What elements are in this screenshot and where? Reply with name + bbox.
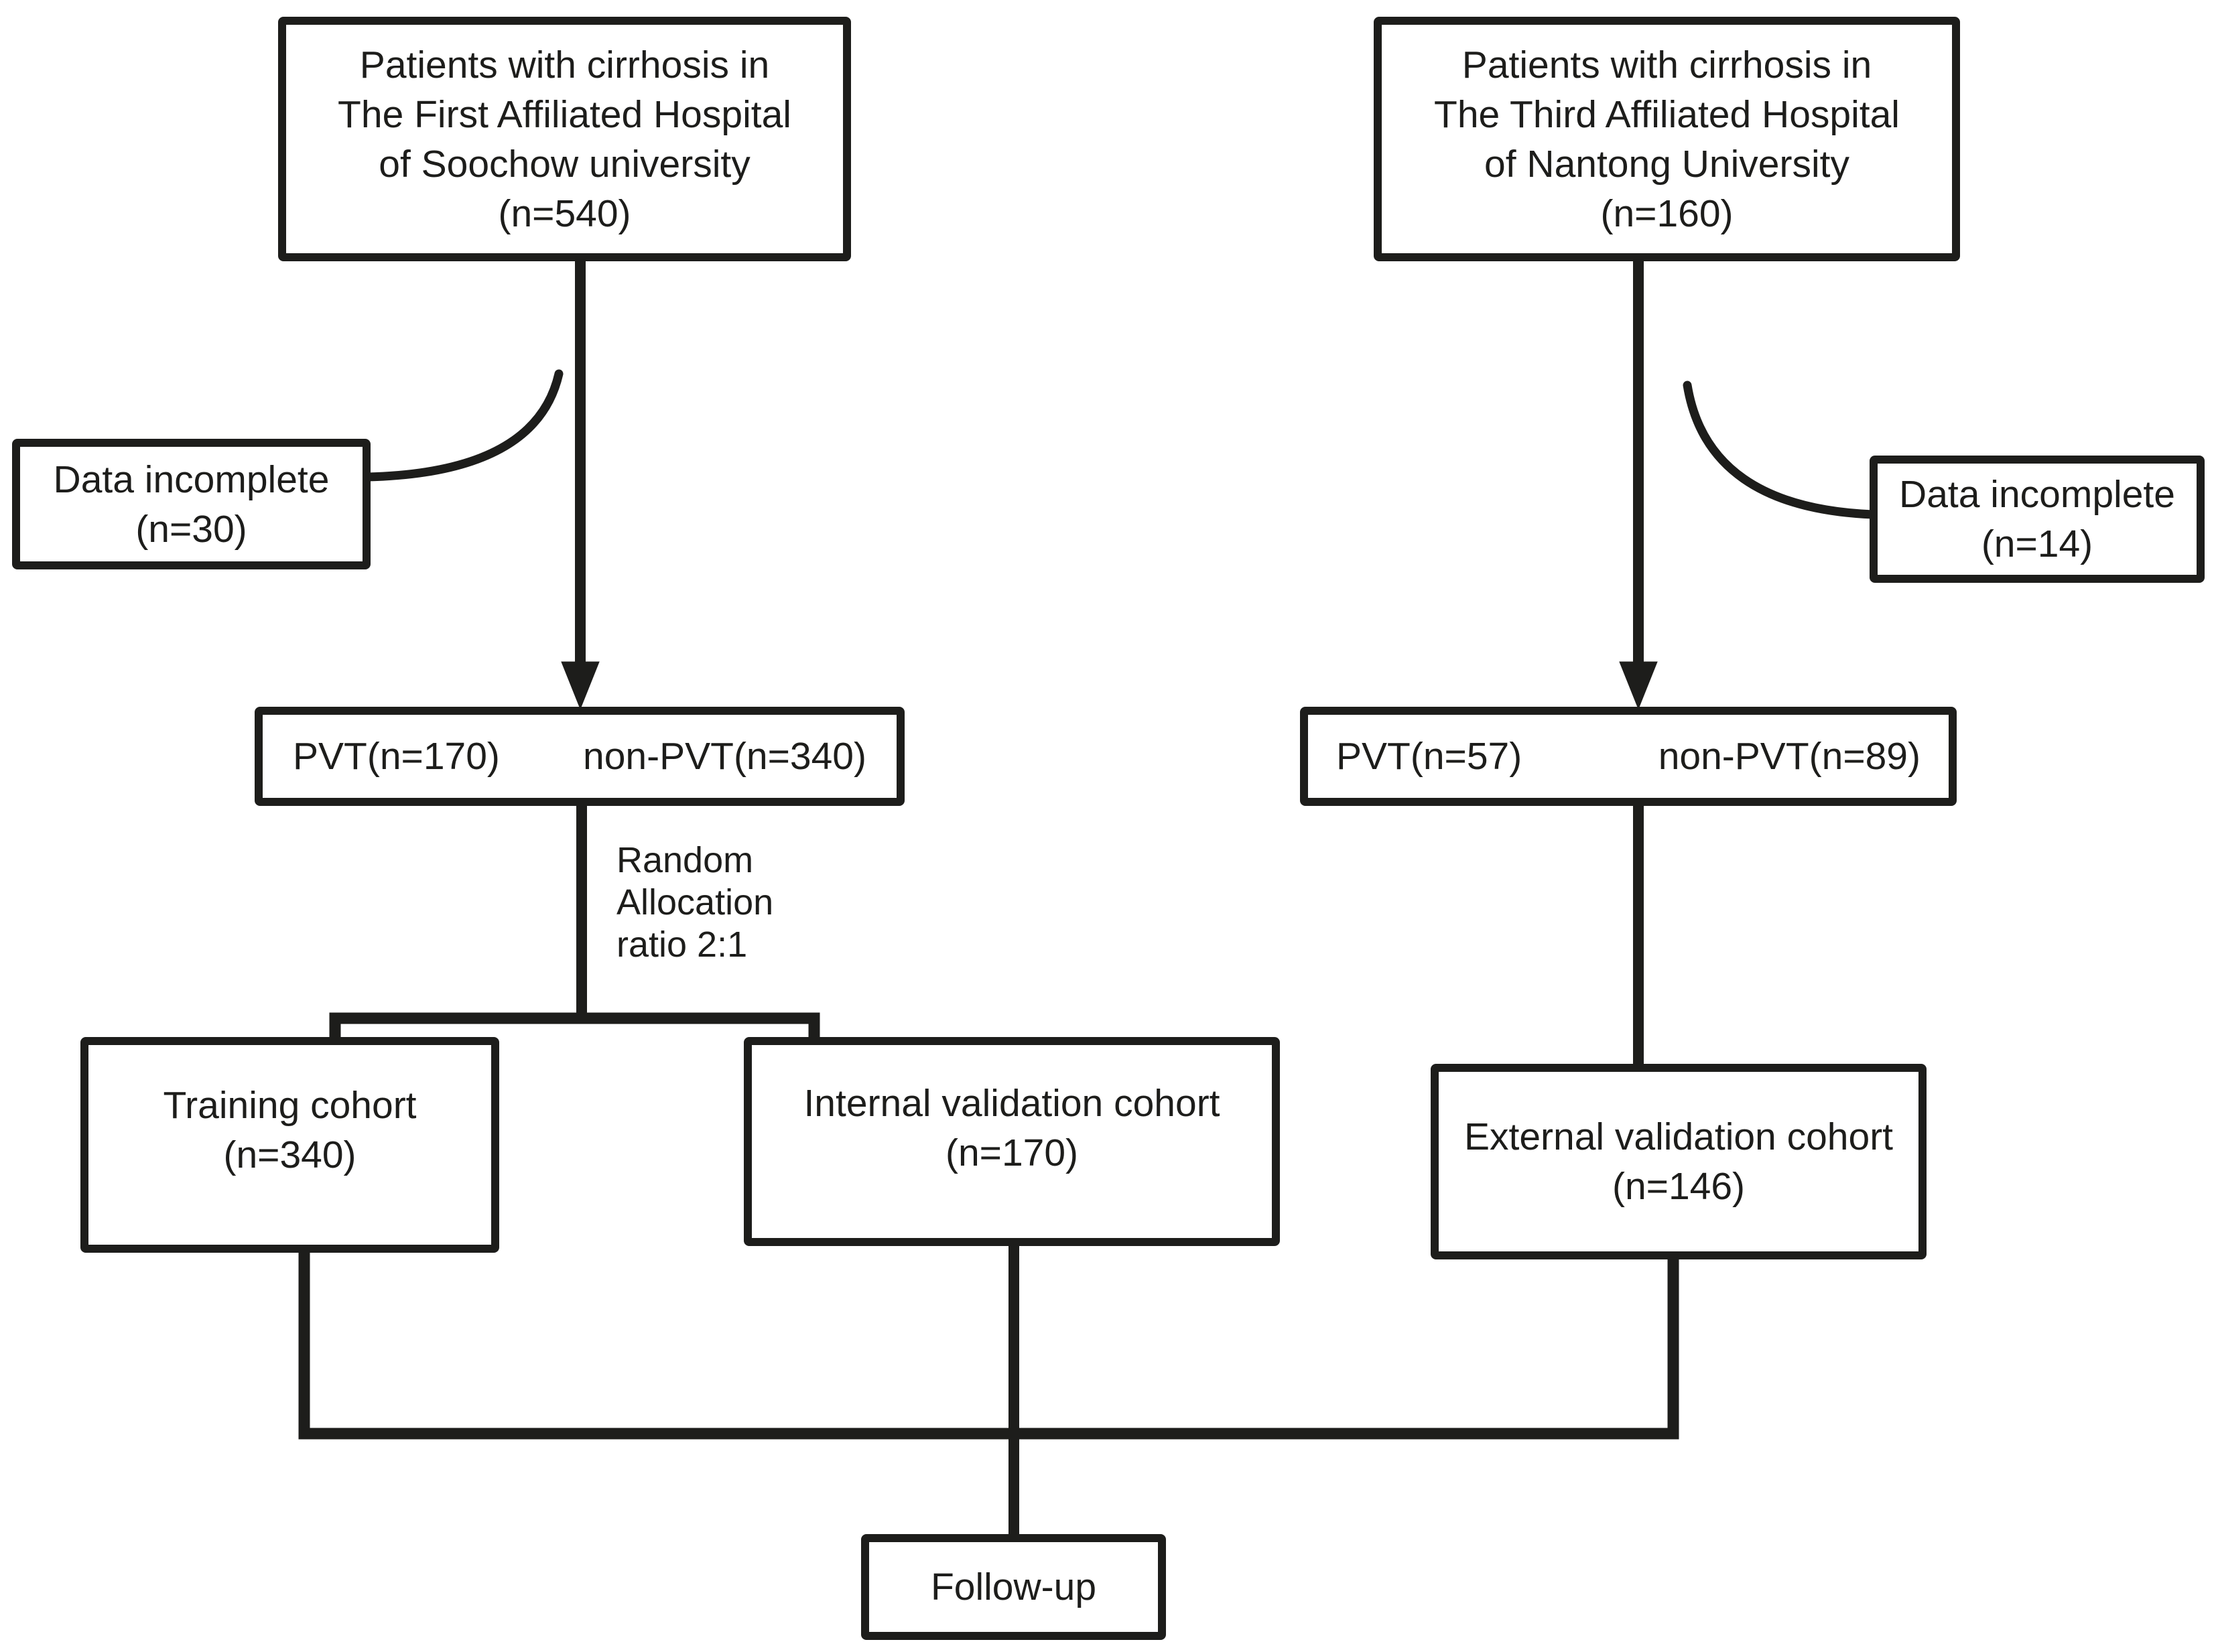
exclusion-curve-right bbox=[1683, 381, 1878, 519]
pvt-count-label: PVT(n=57) bbox=[1336, 735, 1522, 778]
box-text-line: The Third Affiliated Hospital bbox=[1434, 92, 1900, 136]
arrow-down-icon bbox=[561, 661, 600, 710]
box-follow-up: Follow-up bbox=[861, 1534, 1166, 1640]
box-nantong-patients: Patients with cirrhosis in The Third Aff… bbox=[1374, 17, 1960, 261]
box-text-line: (n=540) bbox=[498, 192, 631, 235]
box-text-line: of Soochow university bbox=[379, 142, 751, 186]
note-text-line: Allocation bbox=[616, 882, 774, 922]
box-text-line: (n=146) bbox=[1612, 1165, 1746, 1208]
arrow-down-icon bbox=[1619, 661, 1658, 710]
box-internal-validation-cohort: Internal validation cohort (n=170) bbox=[744, 1037, 1280, 1246]
non-pvt-count-label: non-PVT(n=340) bbox=[583, 735, 866, 778]
non-pvt-count-label: non-PVT(n=89) bbox=[1658, 735, 1920, 778]
box-text-line: (n=14) bbox=[1981, 523, 2093, 565]
box-text-line: Patients with cirrhosis in bbox=[1461, 43, 1872, 86]
exclusion-curve-left bbox=[363, 369, 564, 482]
note-text-line: Random bbox=[616, 840, 754, 880]
box-text-line: (n=30) bbox=[135, 507, 247, 551]
box-data-incomplete-left: Data incomplete (n=30) bbox=[12, 439, 371, 569]
box-data-incomplete-right: Data incomplete (n=14) bbox=[1870, 456, 2205, 583]
box-pvt-split-left: PVT(n=170) non-PVT(n=340) bbox=[255, 707, 905, 806]
box-text-line: (n=160) bbox=[1600, 192, 1734, 235]
box-text-line: The First Affiliated Hospital bbox=[338, 92, 791, 136]
note-text-line: ratio 2:1 bbox=[616, 924, 748, 965]
pvt-count-label: PVT(n=170) bbox=[293, 735, 500, 778]
box-soochow-patients: Patients with cirrhosis in The First Aff… bbox=[278, 17, 851, 261]
box-text-line: of Nantong University bbox=[1484, 142, 1849, 186]
box-text-line: External validation cohort bbox=[1463, 1115, 1894, 1158]
box-text-line: Data incomplete bbox=[53, 458, 330, 501]
box-pvt-split-right: PVT(n=57) non-PVT(n=89) bbox=[1300, 707, 1957, 806]
box-training-cohort: Training cohort (n=340) bbox=[80, 1037, 499, 1253]
box-text-line: Patients with cirrhosis in bbox=[359, 43, 770, 86]
random-allocation-note: Random Allocation ratio 2:1 bbox=[616, 839, 773, 966]
box-external-validation-cohort: External validation cohort (n=146) bbox=[1431, 1064, 1927, 1259]
box-text-line: Follow-up bbox=[930, 1566, 1097, 1608]
box-text-line: (n=170) bbox=[945, 1131, 1079, 1174]
box-text-line: Data incomplete bbox=[1899, 473, 2175, 516]
split-tee bbox=[329, 1012, 820, 1040]
box-text-line: Training cohort bbox=[163, 1083, 417, 1127]
box-text-line: Internal validation cohort bbox=[803, 1082, 1220, 1125]
merge-connector bbox=[298, 1250, 1679, 1440]
box-text-line: (n=340) bbox=[223, 1133, 356, 1176]
